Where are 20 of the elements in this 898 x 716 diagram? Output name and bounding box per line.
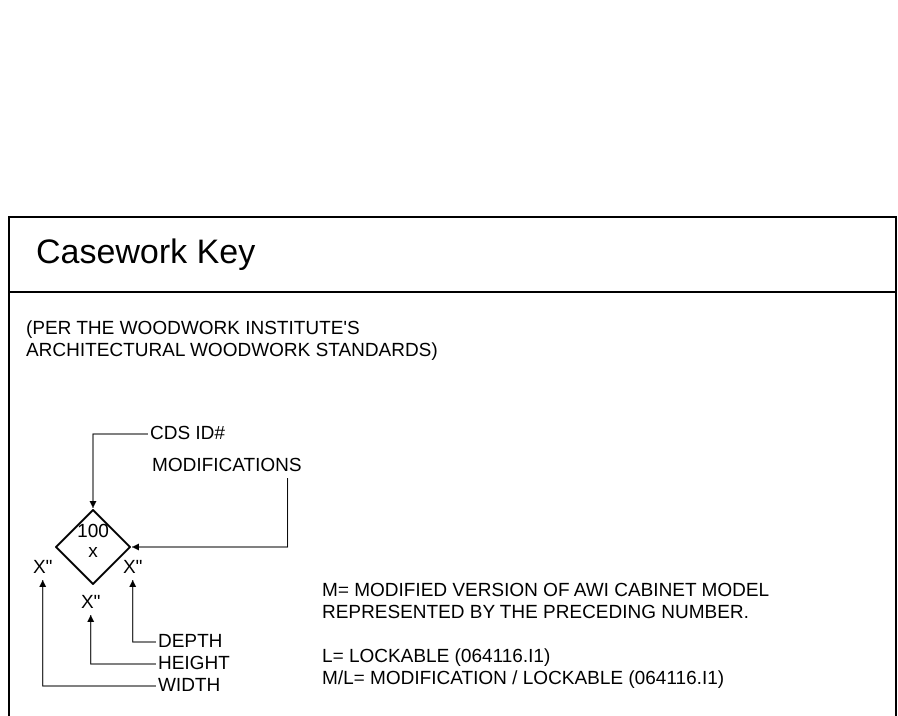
legend-text: M= MODIFIED VERSION OF AWI CABINET MODEL REPRESENTED BY THE PRECEDING NUMBER. [322, 580, 770, 624]
callout-text: DEPTH [158, 631, 222, 653]
legend-text: M/L= MODIFICATION / LOCKABLE (064116.I1) [322, 668, 726, 690]
callout-text: CDS ID# [150, 423, 225, 445]
callout-text: HEIGHT [158, 653, 230, 675]
leader-line [129, 580, 156, 642]
dimension-mark: X" [81, 592, 100, 614]
leader-line [87, 614, 156, 664]
legend-text: L= LOCKABLE (064116.I1) [322, 646, 552, 668]
title: Casework Key [36, 232, 256, 272]
dimension-mark: X" [123, 557, 142, 579]
leader-line [132, 478, 288, 550]
leader-line [90, 434, 148, 508]
callout-text: MODIFICATIONS [152, 455, 302, 477]
leader-line [39, 580, 156, 686]
callout-text: WIDTH [158, 675, 220, 697]
symbol-letter: x [87, 542, 99, 562]
symbol-number: 100 [76, 522, 110, 542]
dimension-mark: X" [33, 557, 52, 579]
note-text: (PER THE WOODWORK INSTITUTE'S ARCHITECTURAL WOODWORK STANDARDS) [26, 318, 439, 362]
